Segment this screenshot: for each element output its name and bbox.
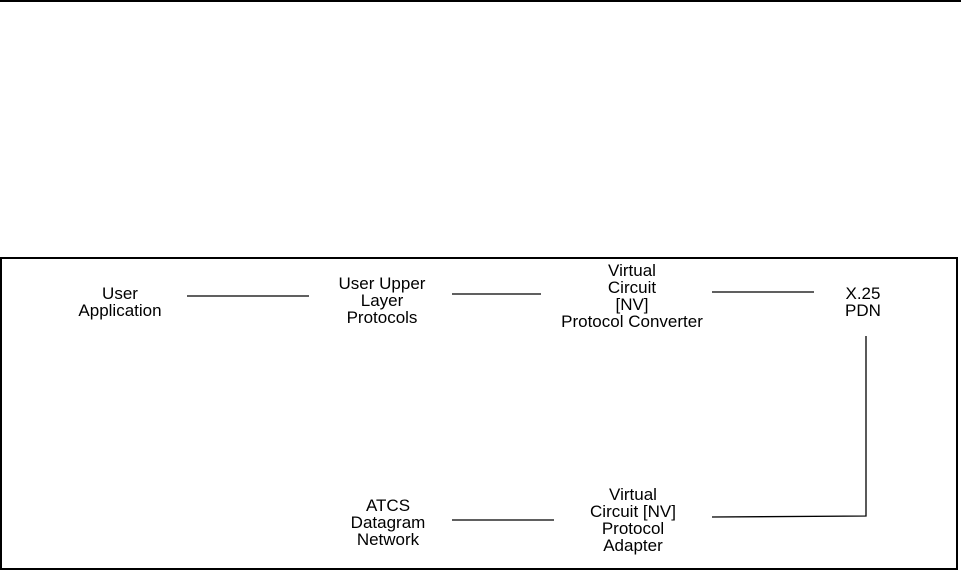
node-line: Application: [78, 301, 162, 320]
node-user-upper-layer-protocols: User Upper Layer Protocols: [322, 275, 442, 326]
node-line: User: [102, 284, 138, 303]
top-rule: [0, 0, 961, 2]
node-line: Adapter: [603, 536, 663, 555]
node-line: Protocols: [346, 308, 418, 327]
node-line: Protocol: [601, 519, 665, 538]
connector-pdn-to-adapter: [711, 336, 867, 518]
node-line: Datagram: [350, 513, 426, 532]
node-vc-protocol-converter: Virtual Circuit [NV] Protocol Converter: [546, 262, 718, 330]
node-line: Virtual: [608, 261, 656, 280]
node-user-application: User Application: [68, 285, 172, 319]
node-line: Circuit: [607, 278, 657, 297]
node-line: Layer: [360, 291, 404, 310]
node-line: Protocol Converter: [561, 312, 703, 331]
node-line: [NV]: [615, 295, 649, 314]
node-line: Virtual: [609, 485, 657, 504]
node-line: Network: [356, 530, 420, 549]
node-line: User Upper: [338, 274, 426, 293]
node-line: PDN: [845, 301, 881, 320]
node-vc-protocol-adapter: Virtual Circuit [NV] Protocol Adapter: [570, 486, 696, 554]
diagram-frame: [0, 257, 958, 570]
node-atcs-datagram-network: ATCS Datagram Network: [336, 497, 440, 548]
node-line: X.25: [845, 284, 881, 303]
node-line: ATCS: [365, 496, 411, 515]
node-line: Circuit [NV]: [590, 502, 676, 521]
node-x25-pdn: X.25 PDN: [826, 285, 900, 319]
